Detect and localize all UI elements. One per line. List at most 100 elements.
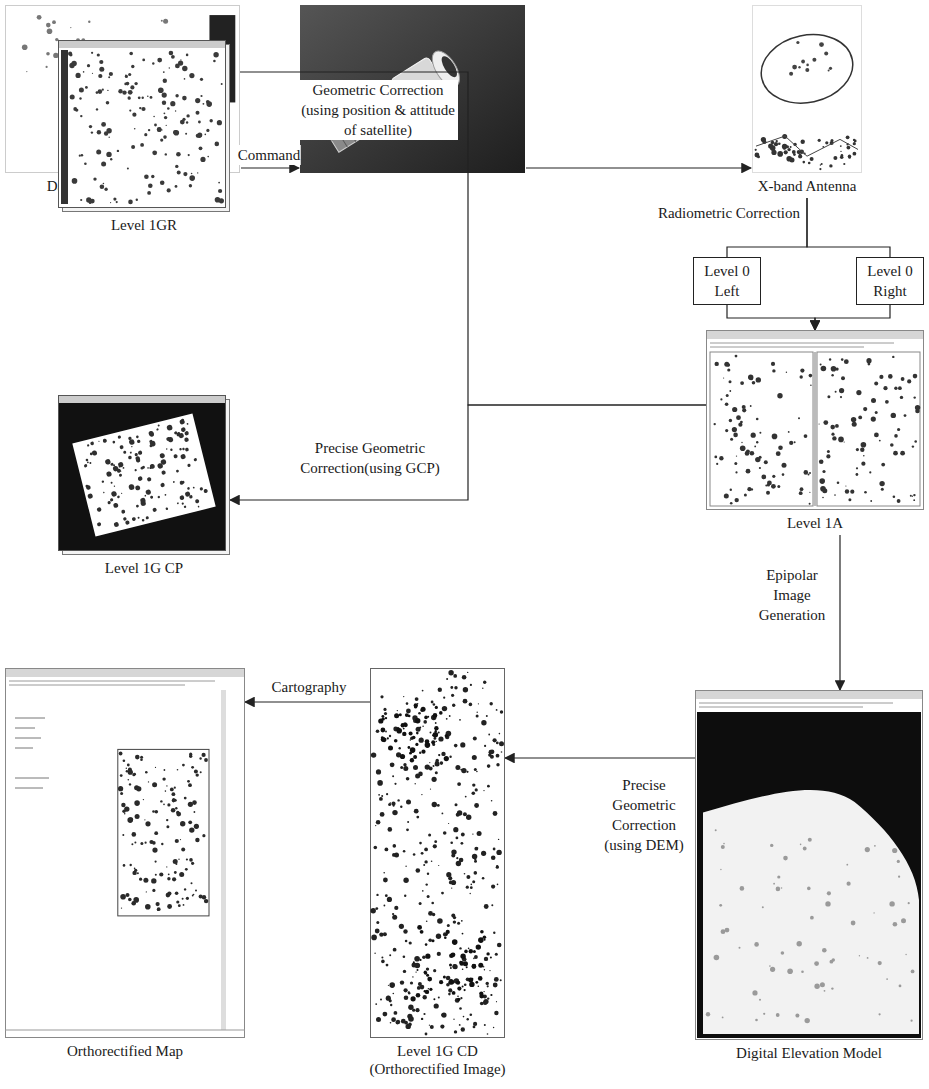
image-speck: [821, 163, 823, 165]
image-speck: [471, 978, 473, 980]
image-speck: [389, 999, 392, 1002]
image-speck: [461, 768, 466, 773]
image-speck: [174, 431, 178, 435]
image-speck: [480, 930, 484, 934]
image-speck: [861, 442, 867, 448]
image-speck: [484, 904, 489, 909]
node-illustration: [5, 668, 245, 1038]
image-speck: [173, 859, 178, 864]
image-speck: [145, 821, 150, 826]
image-speck: [79, 97, 81, 99]
image-speck: [449, 964, 452, 967]
image-speck: [472, 880, 475, 883]
image-speck: [386, 964, 389, 967]
image-speck: [491, 885, 495, 889]
image-speck: [171, 808, 176, 813]
image-speck: [125, 520, 130, 525]
image-speck: [446, 678, 448, 680]
image-speck: [189, 827, 194, 832]
flow-connector: [839, 535, 840, 690]
image-speck: [429, 1025, 430, 1026]
image-speck: [381, 737, 386, 742]
image-speck: [110, 481, 112, 483]
image-speck: [143, 878, 148, 883]
image-speck: [433, 844, 437, 848]
image-speck: [854, 140, 857, 143]
arrow-label: Command: [238, 145, 301, 165]
image-speck: [123, 517, 127, 521]
image-speck: [52, 20, 56, 24]
image-speck: [380, 998, 382, 1000]
image-speck: [104, 188, 107, 191]
image-speck: [163, 79, 167, 83]
image-speck: [132, 773, 135, 776]
image-speck: [469, 982, 474, 987]
image-speck: [452, 991, 456, 995]
image-speck: [121, 803, 125, 807]
image-speck: [178, 61, 183, 66]
image-speck: [433, 703, 436, 706]
image-speck: [384, 905, 386, 907]
image-speck: [376, 1017, 381, 1022]
image-speck: [103, 183, 105, 185]
image-speck: [148, 129, 150, 131]
image-speck: [832, 436, 836, 440]
ground-texture: [756, 136, 858, 156]
image-speck: [883, 386, 887, 390]
image-speck: [166, 893, 171, 898]
image-speck: [46, 52, 50, 56]
image-speck: [769, 965, 771, 967]
image-speck: [733, 433, 738, 438]
image-speck: [405, 940, 408, 943]
image-speck: [484, 957, 488, 961]
image-speck: [725, 928, 730, 933]
image-speck: [422, 956, 426, 960]
image-speck: [149, 463, 155, 469]
image-speck: [161, 129, 162, 130]
image-speck: [135, 485, 141, 491]
image-speck: [726, 394, 729, 397]
image-speck: [123, 760, 126, 763]
image-speck: [403, 696, 404, 697]
image-speck: [489, 970, 490, 971]
image-speck: [483, 999, 488, 1004]
image-speck: [189, 184, 192, 187]
image-speck: [449, 881, 453, 885]
image-speck: [466, 966, 468, 968]
image-speck: [846, 135, 850, 139]
image-speck: [457, 782, 461, 786]
image-page: [59, 41, 226, 208]
image-speck: [912, 496, 913, 497]
image-speck: [735, 355, 738, 358]
image-speck: [179, 448, 182, 451]
image-speck: [496, 763, 499, 766]
image-speck: [422, 690, 424, 692]
image-speck: [394, 739, 398, 743]
image-speck: [794, 441, 796, 443]
image-speck: [186, 114, 189, 117]
image-speck: [147, 477, 152, 482]
image-speck: [915, 409, 920, 414]
image-speck: [809, 492, 810, 493]
flow-connector: [230, 405, 706, 500]
image-speck: [179, 433, 182, 436]
image-speck: [414, 703, 418, 707]
image-speck: [149, 444, 152, 447]
image-speck: [177, 171, 181, 175]
image-speck: [834, 494, 836, 496]
image-speck: [459, 947, 461, 949]
image-speck: [481, 851, 486, 856]
image-speck: [156, 428, 159, 431]
image-speck: [145, 516, 149, 520]
image-speck: [477, 847, 478, 848]
image-speck: [122, 90, 126, 94]
image-speck: [462, 933, 464, 935]
image-speck: [443, 697, 445, 699]
image-speck: [399, 747, 401, 749]
image-speck: [476, 982, 478, 984]
image-speck: [159, 453, 165, 459]
image-speck: [431, 902, 434, 905]
image-speck: [46, 23, 51, 28]
image-speck: [435, 761, 439, 765]
image-speck: [809, 374, 813, 378]
